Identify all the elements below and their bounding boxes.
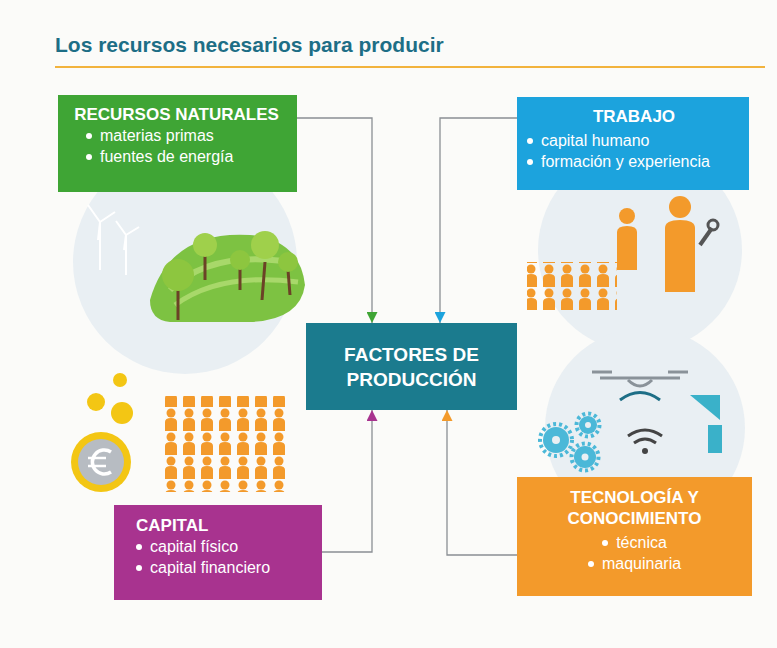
bullet-dot bbox=[588, 561, 594, 567]
bullet-text: capital financiero bbox=[150, 557, 270, 578]
factor-box: TECNOLOGÍA Y CONOCIMIENTO técnicamaquinar… bbox=[517, 477, 752, 596]
factor-box: RECURSOS NATURALESmaterias primasfuentes… bbox=[58, 95, 297, 192]
bullet-item: formación y experiencia bbox=[527, 151, 741, 172]
bullet-dot bbox=[136, 544, 142, 550]
box-heading: FACTORES DE PRODUCCIÓN bbox=[316, 342, 507, 392]
box-heading: TRABAJO bbox=[527, 106, 741, 127]
bullet-item: capital físico bbox=[136, 536, 312, 557]
bullet-item: materias primas bbox=[86, 125, 285, 146]
flow-connector bbox=[447, 410, 517, 555]
factor-box: TRABAJO capital humanoformación y experie… bbox=[517, 97, 749, 190]
bullet-text: formación y experiencia bbox=[541, 151, 710, 172]
box-heading: RECURSOS NATURALES bbox=[68, 104, 285, 125]
drone-icon bbox=[592, 372, 688, 400]
bullet-item: maquinaria bbox=[527, 553, 742, 574]
bullet-item: fuentes de energía bbox=[86, 146, 285, 167]
bullet-dot bbox=[527, 159, 533, 165]
bullet-text: capital físico bbox=[150, 536, 238, 557]
factor-box: CAPITALcapital físicocapital financiero bbox=[114, 505, 322, 600]
bullet-dot bbox=[136, 565, 142, 571]
flow-connector bbox=[297, 118, 372, 323]
bullet-text: fuentes de energía bbox=[100, 146, 233, 167]
box-heading: CAPITAL bbox=[136, 515, 312, 536]
bullet-dot bbox=[86, 154, 92, 160]
flow-connector bbox=[322, 410, 372, 552]
bullet-dot bbox=[527, 138, 533, 144]
bullet-text: técnica bbox=[616, 532, 667, 553]
title-rule bbox=[55, 66, 765, 68]
diagram-title: Los recursos necesarios para producir bbox=[55, 33, 444, 57]
flow-connector bbox=[440, 118, 517, 323]
bullet-text: capital humano bbox=[541, 130, 650, 151]
bullet-text: maquinaria bbox=[602, 553, 681, 574]
bullet-dot bbox=[86, 133, 92, 139]
wifi-icon bbox=[628, 430, 662, 443]
central-box: FACTORES DE PRODUCCIÓN bbox=[306, 323, 517, 410]
bullet-text: materias primas bbox=[100, 125, 214, 146]
bullet-dot bbox=[602, 540, 608, 546]
bullet-item: capital financiero bbox=[136, 557, 312, 578]
capital-scene bbox=[71, 373, 291, 492]
box-heading: TECNOLOGÍA Y CONOCIMIENTO bbox=[527, 487, 742, 529]
bullet-item: técnica bbox=[527, 532, 742, 553]
bullet-item: capital humano bbox=[527, 130, 741, 151]
